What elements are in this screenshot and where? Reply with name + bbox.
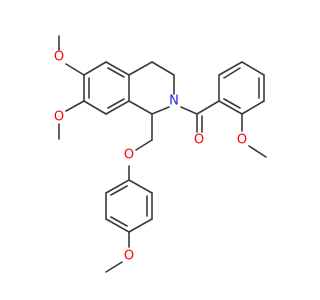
carbonyl-group	[180, 106, 203, 133]
oxygen-label: O	[124, 249, 134, 264]
atom-label-o-6: O	[54, 50, 64, 65]
oxygen-label: O	[54, 50, 64, 65]
tetrahydro-ring	[128, 61, 175, 115]
oxygen-label: O	[237, 133, 247, 148]
atom-label-o-7: O	[54, 110, 64, 125]
oxygen-label: O	[124, 148, 134, 163]
nitrogen-label: N	[169, 94, 179, 109]
atom-label-o-para: O	[124, 249, 134, 264]
structure-diagram: O O O O N O O	[54, 35, 267, 273]
atom-label-o-ether: O	[124, 148, 134, 163]
molecule-canvas: O O O O N O O	[53, 35, 267, 273]
methoxyphenyl-ring-bottom	[105, 165, 153, 273]
oxygen-label: O	[54, 110, 64, 125]
oxygen-label: O	[194, 133, 204, 148]
dimethoxy-benzo-ring	[83, 61, 130, 115]
methoxy-groups-left	[58, 35, 85, 140]
aryloxymethyl-linker	[135, 113, 153, 151]
atom-label-o-ortho: O	[237, 133, 247, 148]
methoxyphenyl-ring-right	[196, 61, 267, 158]
atom-label-n: N	[169, 94, 179, 109]
atom-label-o-carbonyl: O	[194, 133, 204, 148]
